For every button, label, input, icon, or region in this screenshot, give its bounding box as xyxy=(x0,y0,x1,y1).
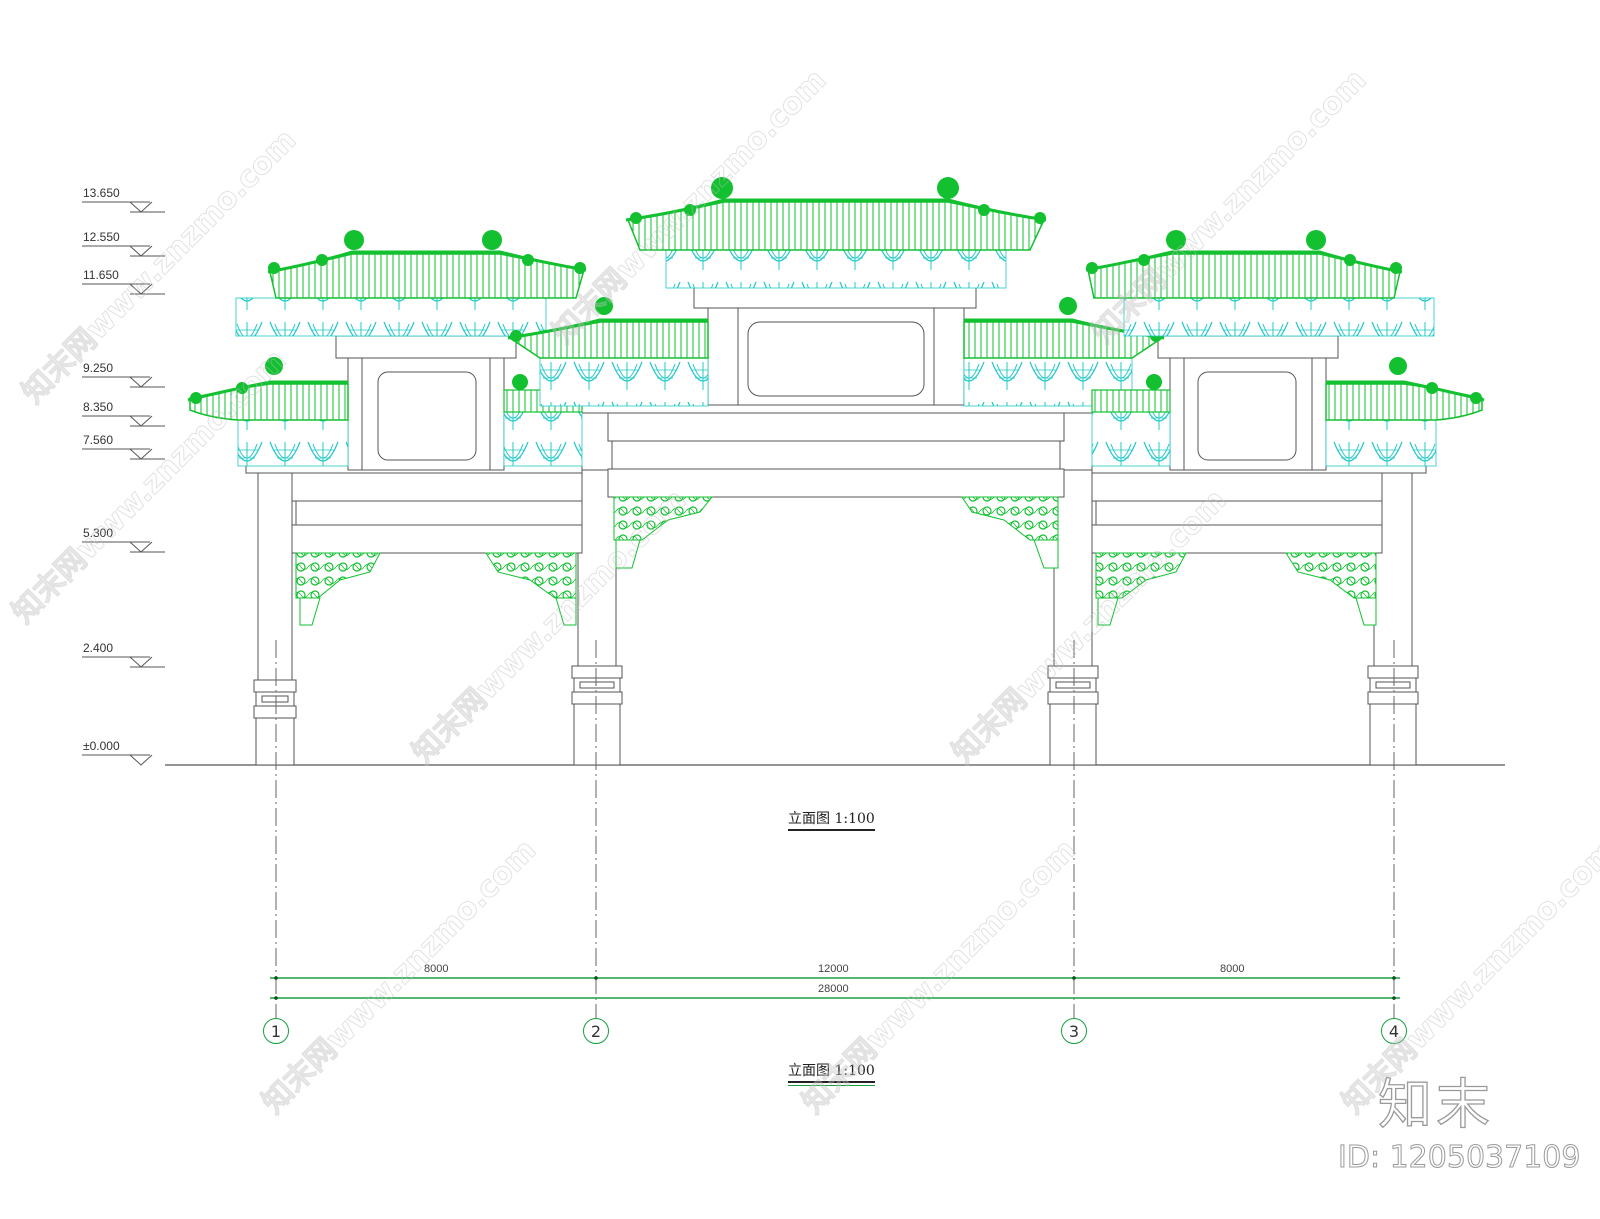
column-4 xyxy=(1367,469,1419,766)
watermark-logo: 知末 xyxy=(1377,1072,1494,1136)
right-bay xyxy=(1091,335,1427,554)
elev-9250 xyxy=(82,376,165,388)
roof-left-outer xyxy=(187,357,349,467)
roof-left-inner xyxy=(503,374,583,467)
dimension-bay-3: 8000 xyxy=(1220,963,1245,975)
roof-right-upper xyxy=(1085,230,1435,337)
axis-bubble-3: 3 xyxy=(1061,1018,1087,1044)
dimension-bay-1: 8000 xyxy=(424,963,449,975)
elevation-title-upper: 立面图 1:100 xyxy=(788,808,875,831)
elev-8350 xyxy=(82,415,165,427)
elev-13650 xyxy=(82,201,165,213)
roof-center-left-side xyxy=(507,297,709,407)
elev-5300 xyxy=(82,541,165,553)
elev-7560 xyxy=(82,448,165,460)
elevation-title-upper-text: 立面图 1:100 xyxy=(788,811,875,827)
axis-label-2: 2 xyxy=(590,1021,602,1041)
elev-0000 xyxy=(82,754,153,766)
elevation-label-7560: 7.560 xyxy=(83,433,114,447)
elevation-label-13650: 13.650 xyxy=(83,186,120,200)
right-bay-carved-brackets xyxy=(1095,552,1377,626)
axis-label-1: 1 xyxy=(270,1021,282,1041)
dimension-ticks xyxy=(274,976,1396,1000)
axis-bubble-1: 1 xyxy=(263,1018,289,1044)
axis-label-4: 4 xyxy=(1388,1021,1400,1041)
columns xyxy=(253,469,1419,766)
dimension-total: 28000 xyxy=(818,983,849,995)
axis-label-3: 3 xyxy=(1068,1021,1080,1041)
roof-left-upper xyxy=(235,230,587,337)
elevation-label-12550: 12.550 xyxy=(83,230,120,244)
elevation-label-0000: ±0.000 xyxy=(83,739,120,753)
dimension-bay-2: 12000 xyxy=(818,963,849,975)
elev-11650 xyxy=(82,283,165,295)
left-bay-carved-brackets xyxy=(295,552,577,626)
roof-right-inner xyxy=(1091,374,1171,467)
roof-center-main xyxy=(625,177,1047,289)
elev-12550 xyxy=(82,245,165,257)
elevation-label-9250: 9.250 xyxy=(83,361,114,375)
column-1 xyxy=(253,469,297,766)
left-bay xyxy=(245,335,583,554)
axis-bubble-2: 2 xyxy=(583,1018,609,1044)
axis-bubble-4: 4 xyxy=(1381,1018,1407,1044)
watermark-id: ID: 1205037109 xyxy=(1337,1140,1581,1176)
elevation-marks xyxy=(82,201,165,766)
dimension-lines xyxy=(270,977,1400,999)
center-bay-carved-brackets xyxy=(613,496,1059,569)
elevation-label-11650: 11.650 xyxy=(83,268,119,282)
elev-2400 xyxy=(82,656,165,668)
elevation-title-lower-text: 立面图 1:100 xyxy=(788,1063,875,1079)
column-3 xyxy=(1047,469,1099,766)
elevation-title-lower: 立面图 1:100 xyxy=(788,1060,875,1086)
axis-grid-lines xyxy=(275,640,1395,1018)
column-2 xyxy=(571,469,623,766)
elevation-label-8350: 8.350 xyxy=(83,400,114,414)
roof-right-outer xyxy=(1325,357,1485,467)
elevation-label-5300: 5.300 xyxy=(83,526,114,540)
elevation-label-2400: 2.400 xyxy=(83,641,114,655)
